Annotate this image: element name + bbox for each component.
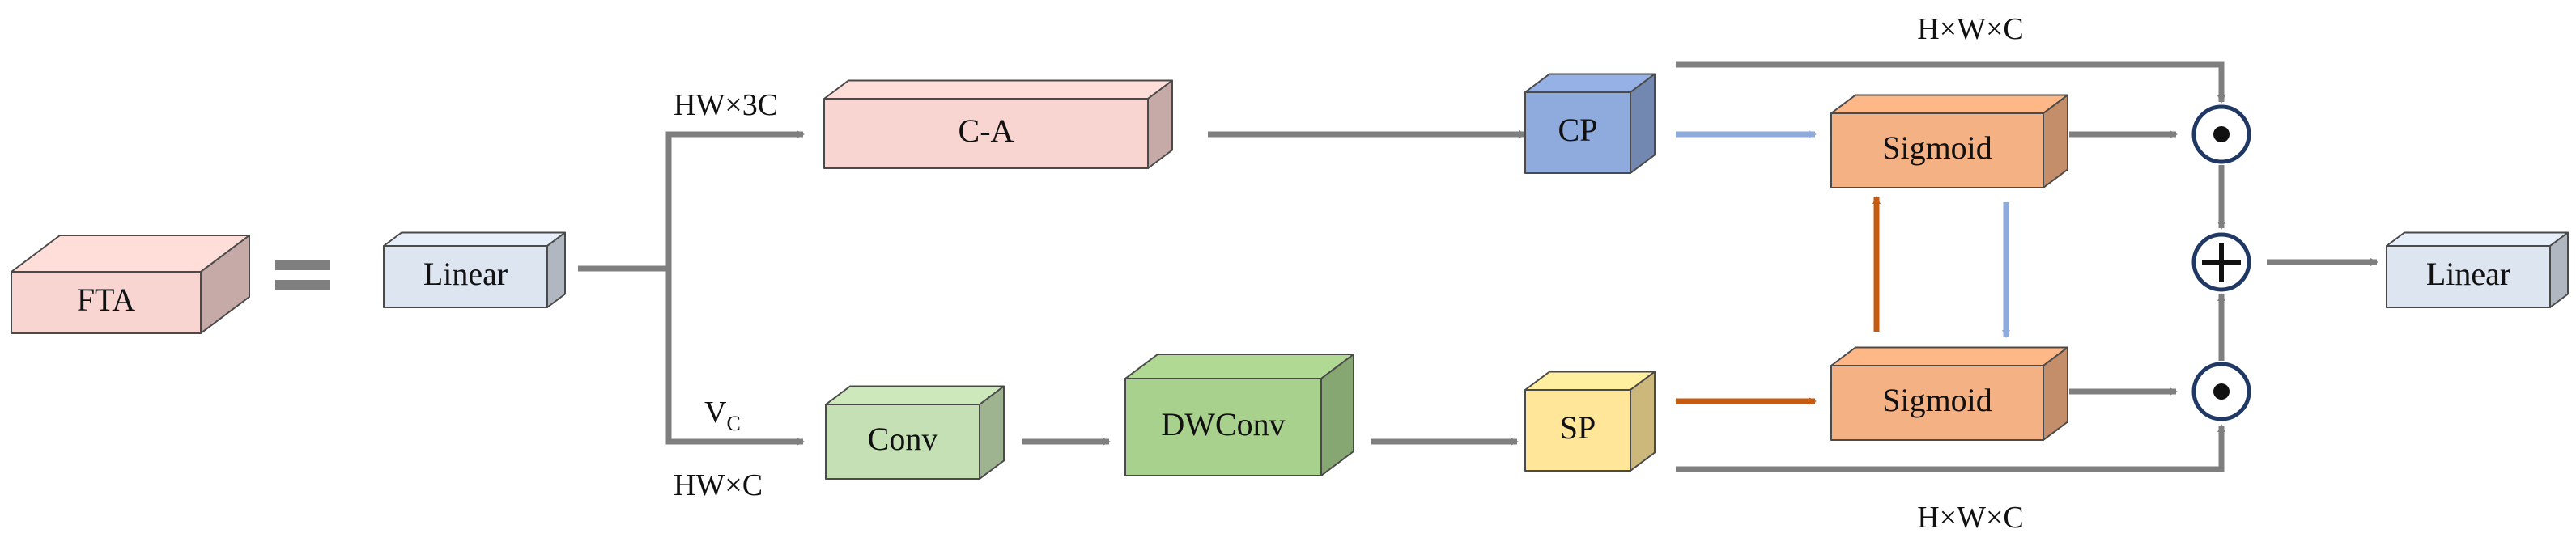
- linear-out-block: [2386, 231, 2569, 308]
- hwc-top-label: H×W×C: [1917, 12, 2024, 46]
- sigmoid-bottom-label: Sigmoid: [1882, 382, 1992, 418]
- conv-block: [825, 385, 1005, 480]
- arrow-cp-skip-to-multiply: [1676, 61, 2225, 104]
- sp-label: SP: [1560, 409, 1596, 446]
- sigmoid-top-block: [1830, 94, 2068, 188]
- hwc-bottom-label: H×W×C: [1917, 501, 2024, 535]
- add-operator: ⊕: [2191, 232, 2251, 292]
- hw3c-label: HW×3C: [674, 88, 778, 122]
- arrow-split-to-ca: [665, 130, 805, 269]
- multiply-bottom-operator: ⊙: [2191, 362, 2251, 421]
- ca-block: [823, 79, 1173, 169]
- sigmoid-top-label: Sigmoid: [1882, 129, 1992, 166]
- sp-block: [1524, 371, 1656, 472]
- ca-label: C-A: [959, 112, 1014, 149]
- cp-block: [1524, 73, 1656, 174]
- conv-label: Conv: [868, 421, 938, 457]
- vc-label: VC: [704, 396, 741, 435]
- dwconv-label: DWConv: [1161, 406, 1285, 442]
- hwc-label: HW×C: [674, 468, 763, 502]
- arrow-split-to-conv: [665, 269, 805, 446]
- sigmoid-bottom-block: [1830, 346, 2068, 441]
- linear-out-label: Linear: [2426, 256, 2510, 292]
- linear-in-label: Linear: [423, 256, 508, 292]
- fta-label: FTA: [77, 282, 135, 318]
- fta-block: [11, 235, 250, 334]
- linear-in-block: [383, 231, 566, 308]
- vc-subscript: C: [726, 412, 740, 435]
- cp-label: CP: [1558, 112, 1598, 148]
- dwconv-block: [1124, 354, 1354, 476]
- equals-sign-bottom: [275, 280, 330, 290]
- equals-sign-top: [275, 260, 330, 270]
- arrow-sp-skip-to-multiply: [1676, 424, 2225, 472]
- vc-main: V: [704, 396, 727, 430]
- multiply-top-operator: ⊙: [2191, 104, 2251, 164]
